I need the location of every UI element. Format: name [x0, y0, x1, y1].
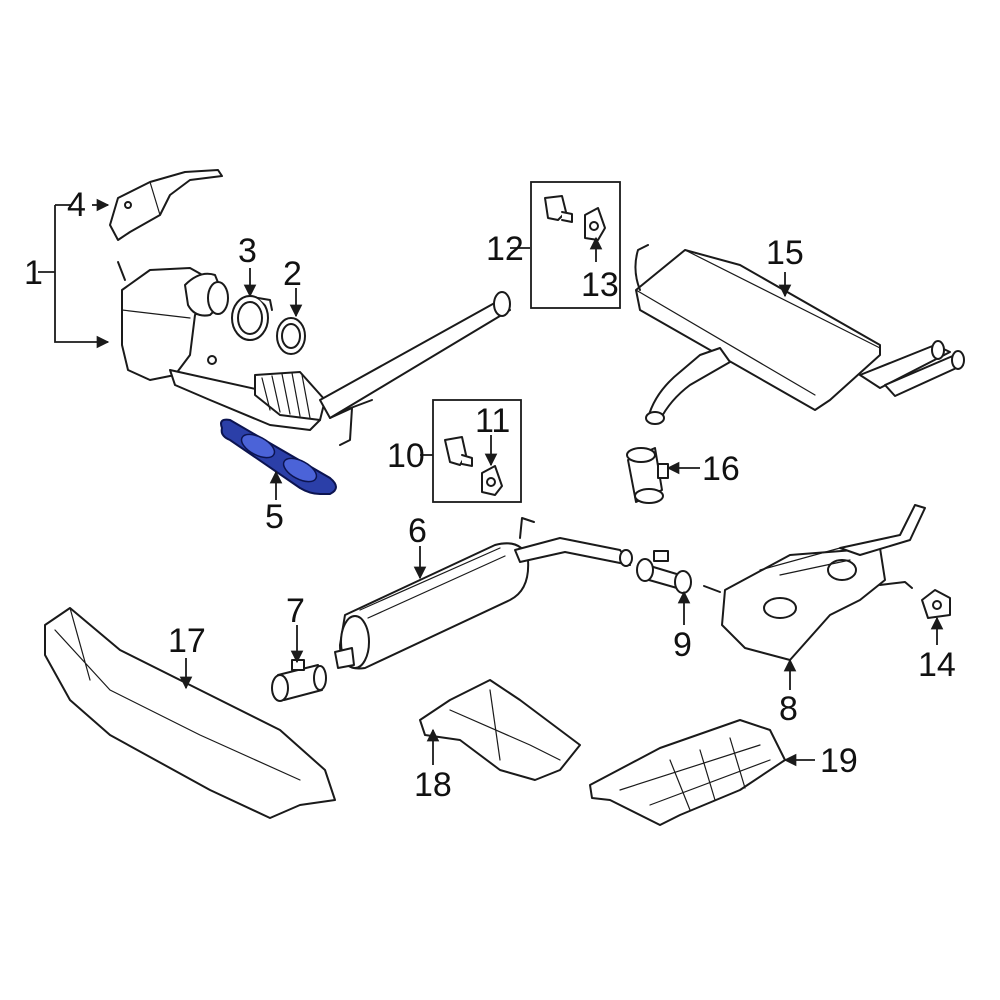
callout-7: 7 — [286, 592, 305, 630]
callout-12: 12 — [486, 230, 524, 268]
callout-labels: 1 2 3 4 5 6 7 8 9 10 11 12 13 14 15 16 1… — [24, 186, 956, 804]
bracket-box-12 — [530, 181, 621, 309]
leader-lines — [38, 198, 944, 767]
part-11-hanger[interactable] — [481, 465, 503, 496]
callout-4: 4 — [67, 186, 86, 224]
callout-15: 15 — [766, 234, 804, 272]
callout-16: 16 — [702, 450, 740, 488]
part-10-bracket[interactable] — [444, 436, 473, 467]
callout-6: 6 — [408, 512, 427, 550]
part-15-rear-muffler[interactable] — [634, 244, 965, 425]
part-2-gasket[interactable] — [276, 317, 306, 355]
callout-1: 1 — [24, 254, 43, 292]
part-7-clamp[interactable] — [271, 659, 327, 702]
callout-13: 13 — [581, 266, 619, 304]
part-12-bracket[interactable] — [544, 195, 573, 223]
part-18-heat-shield[interactable] — [419, 679, 581, 781]
callout-14: 14 — [918, 646, 956, 684]
part-6-center-muffler[interactable] — [334, 517, 633, 670]
callout-11: 11 — [475, 402, 510, 440]
callout-18: 18 — [414, 766, 452, 804]
part-17-heat-shield[interactable] — [44, 607, 336, 819]
callout-2: 2 — [283, 255, 302, 293]
callout-9: 9 — [673, 626, 692, 664]
callout-3: 3 — [238, 232, 257, 270]
callout-10: 10 — [387, 437, 425, 475]
part-14-hanger[interactable] — [921, 589, 951, 619]
part-13-hanger[interactable] — [584, 207, 606, 241]
part-3-clamp[interactable] — [231, 295, 273, 341]
part-9-clamp[interactable] — [636, 550, 692, 594]
callout-8: 8 — [779, 690, 798, 728]
callout-17: 17 — [168, 622, 206, 660]
part-19-heat-shield[interactable] — [589, 719, 786, 826]
part-8-rear-muffler[interactable] — [703, 504, 926, 661]
bracket-box-10 — [432, 399, 522, 503]
part-5-gasket-highlighted[interactable] — [220, 418, 337, 495]
part-16-clamp[interactable] — [626, 447, 669, 504]
part-4-heat-shield[interactable] — [109, 169, 223, 241]
callout-19: 19 — [820, 742, 858, 780]
part-1-catalytic-converter[interactable] — [117, 261, 511, 446]
callout-5: 5 — [265, 498, 284, 536]
